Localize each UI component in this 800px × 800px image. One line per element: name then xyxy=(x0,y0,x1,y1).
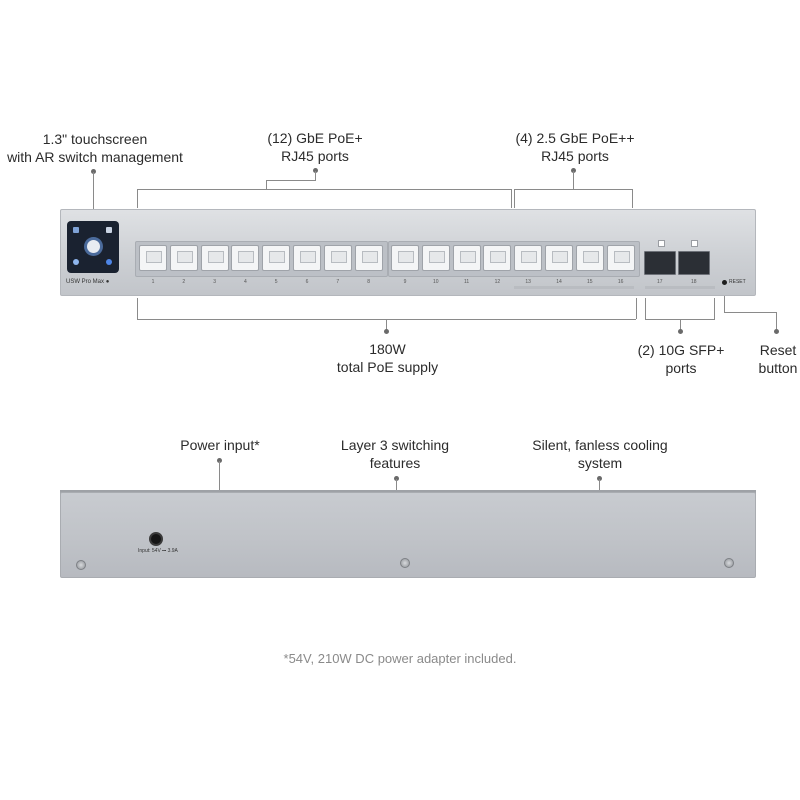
leader-dot-poe xyxy=(384,329,389,334)
bracket-sfp-left xyxy=(645,298,646,319)
port-label-15: 15 xyxy=(587,279,593,285)
leader-line-sfp xyxy=(680,319,681,331)
bracket-25gbe-left xyxy=(514,189,515,208)
port-label-5: 5 xyxy=(274,279,278,285)
leader-line-reset-v xyxy=(724,290,725,312)
rj45-port-13[interactable] xyxy=(514,245,543,271)
leader-line-gbe-diag xyxy=(266,180,316,181)
power-input-jack[interactable] xyxy=(149,532,163,546)
leader-dot-power xyxy=(217,458,222,463)
rj45-port-15[interactable] xyxy=(575,245,604,271)
bracket-sfp-right xyxy=(714,298,715,319)
leader-line-touchscreen xyxy=(93,172,94,210)
footnote: *54V, 210W DC power adapter included. xyxy=(283,651,517,666)
leader-dot-gbe xyxy=(313,168,318,173)
rj45-port-5[interactable] xyxy=(262,245,291,271)
rj45-port-2[interactable] xyxy=(169,245,198,271)
leader-dot-layer3 xyxy=(394,476,399,481)
rj45-port-8[interactable] xyxy=(354,245,383,271)
rj45-port-4[interactable] xyxy=(231,245,260,271)
rj45-port-14[interactable] xyxy=(545,245,573,271)
rj45-port-1[interactable] xyxy=(139,245,167,271)
screw-left xyxy=(76,560,86,570)
sfp-label-18: 18 xyxy=(691,279,697,285)
rj45-port-7[interactable] xyxy=(323,245,352,271)
reset-label: RESET xyxy=(729,279,746,285)
screen-bottom-right-icon xyxy=(106,259,112,265)
screw-right xyxy=(724,558,734,568)
callout-sfp-ports: (2) 10G SFP+ports xyxy=(637,342,725,376)
port-label-7: 7 xyxy=(336,279,340,285)
leader-line-reset-h xyxy=(724,312,777,313)
callout-25gbe-ports: (4) 2.5 GbE PoE++RJ45 ports xyxy=(515,130,635,164)
leader-dot-sfp xyxy=(678,329,683,334)
port-label-6: 6 xyxy=(305,279,309,285)
leader-line-power xyxy=(219,461,220,490)
screen-top-left-icon xyxy=(73,227,79,233)
port-label-4: 4 xyxy=(244,279,247,285)
leader-dot-touchscreen xyxy=(91,169,96,174)
touchscreen[interactable] xyxy=(67,221,119,273)
sfp-port-17[interactable] xyxy=(644,251,676,275)
port-label-1: 1 xyxy=(151,279,155,285)
port-label-9: 9 xyxy=(403,279,407,285)
rj45-port-3[interactable] xyxy=(200,245,229,271)
bracket-poe-right xyxy=(636,298,637,319)
model-label: USW Pro Max ● xyxy=(66,279,110,285)
rj45-port-6[interactable] xyxy=(293,245,321,271)
bracket-25gbe-right xyxy=(632,189,633,208)
sfp-18-led xyxy=(691,240,698,247)
rj45-port-16[interactable] xyxy=(606,245,635,271)
power-input-label: Input: 54V ⎓ 3.9A xyxy=(138,548,178,554)
bracket-25gbe xyxy=(514,189,633,190)
leader-line-reset-stem xyxy=(776,312,777,329)
bracket-gbe-left xyxy=(137,189,138,208)
rj45-port-12[interactable] xyxy=(483,245,512,271)
callout-gbe-ports: (12) GbE PoE+RJ45 ports xyxy=(267,130,363,164)
port-label-8: 8 xyxy=(367,279,370,285)
rj45-port-11[interactable] xyxy=(452,245,481,271)
port-label-12: 12 xyxy=(494,279,501,285)
leader-line-layer3 xyxy=(396,479,397,490)
leader-line-cooling xyxy=(599,479,600,490)
reset-button[interactable] xyxy=(722,280,727,285)
port-label-3: 3 xyxy=(213,279,216,285)
screw-center xyxy=(400,558,410,568)
port-label-13: 13 xyxy=(525,279,531,285)
screen-top-right-icon xyxy=(106,227,112,233)
rj45-port-9[interactable] xyxy=(391,245,419,271)
leader-line-poe xyxy=(386,319,387,331)
rj45-port-10[interactable] xyxy=(421,245,450,271)
callout-power-input: Power input* xyxy=(180,437,260,453)
port-label-2: 2 xyxy=(182,279,186,285)
sfp-label-17: 17 xyxy=(657,279,663,285)
screen-center-icon xyxy=(87,240,100,253)
port-label-14: 14 xyxy=(556,279,562,285)
screen-bottom-left-icon xyxy=(73,259,79,265)
sfp-17-led xyxy=(658,240,665,247)
leader-dot-cooling xyxy=(597,476,602,481)
port-label-16: 16 xyxy=(617,279,624,285)
leader-line-gbe-stem xyxy=(266,180,267,189)
leader-line-gbe xyxy=(315,171,316,180)
port-label-11: 11 xyxy=(463,279,470,285)
leader-dot-25gbe xyxy=(571,168,576,173)
bracket-gbe xyxy=(137,189,511,190)
sfp-port-18[interactable] xyxy=(678,251,710,275)
sfp-bar xyxy=(645,286,715,289)
leader-dot-reset xyxy=(774,329,779,334)
bracket-poe-left xyxy=(137,298,138,319)
poe-plus-plus-bar xyxy=(514,286,634,289)
bracket-gbe-right xyxy=(511,189,512,208)
ubiquiti-logo-icon: ● xyxy=(105,279,110,285)
port-label-10: 10 xyxy=(433,279,439,285)
leader-line-25gbe xyxy=(573,171,574,189)
